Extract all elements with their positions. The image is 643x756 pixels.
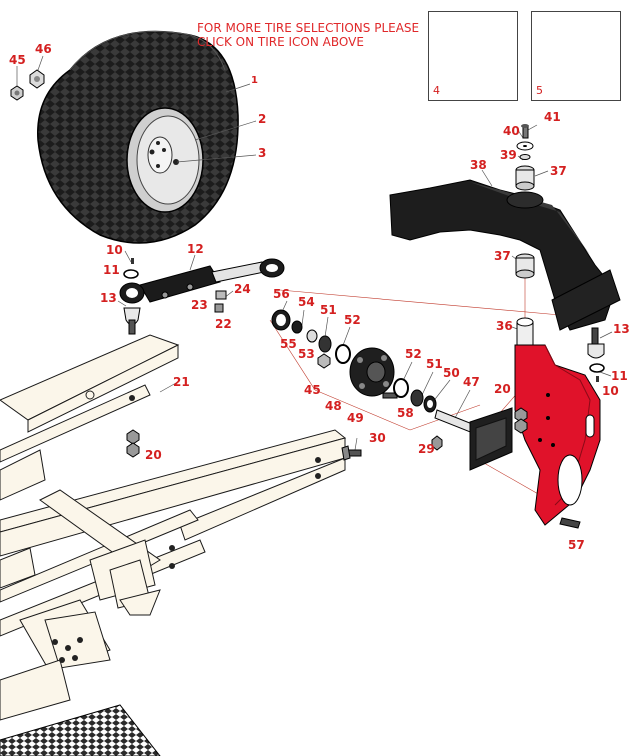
bearing-cone-part-54[interactable] <box>291 320 303 334</box>
seal-part-56[interactable] <box>271 309 291 331</box>
notice-line-1: FOR MORE TIRE SELECTIONS PLEASE <box>197 21 420 35</box>
callout-48[interactable]: 48 <box>325 399 342 413</box>
cotter-pin-part-10-right[interactable] <box>596 376 599 382</box>
callout-40[interactable]: 40 <box>503 124 520 138</box>
callout-52-right[interactable]: 52 <box>405 347 422 361</box>
spindle-part-36[interactable] <box>514 317 601 526</box>
bushing-part-37-top[interactable] <box>515 165 535 191</box>
spindle-shaft-part-47[interactable] <box>434 407 513 471</box>
bolt-part-30[interactable] <box>341 445 362 461</box>
callout-51-left[interactable]: 51 <box>320 303 337 317</box>
bushing-part-37-bottom[interactable] <box>515 253 535 279</box>
callout-45-hub[interactable]: 45 <box>304 383 321 397</box>
rear-tire-tread[interactable] <box>0 704 161 756</box>
bearing-cup-part-51-left[interactable] <box>318 335 332 353</box>
callout-10-left[interactable]: 10 <box>106 243 123 257</box>
washer-part-40[interactable] <box>516 141 534 151</box>
bearing-cup-part-51-right[interactable] <box>410 389 424 407</box>
callout-2[interactable]: 2 <box>258 112 267 126</box>
lug-nut-part-46[interactable] <box>29 69 45 89</box>
callout-1[interactable]: 1 <box>251 75 258 86</box>
callout-20-right[interactable]: 20 <box>494 382 511 396</box>
tire-assembly[interactable] <box>37 30 239 244</box>
callout-37-bottom[interactable]: 37 <box>494 249 511 263</box>
cotter-pin-part-10-left[interactable] <box>131 258 134 264</box>
fitting-part-24[interactable] <box>215 290 227 300</box>
callout-37-top[interactable]: 37 <box>550 164 567 178</box>
callout-36[interactable]: 36 <box>496 319 513 333</box>
callout-22[interactable]: 22 <box>215 317 232 331</box>
callout-45-top[interactable]: 45 <box>9 53 26 67</box>
hub-part-49[interactable] <box>349 347 395 397</box>
callout-41[interactable]: 41 <box>544 110 561 124</box>
callout-30[interactable]: 30 <box>369 431 386 445</box>
fitting-part-22[interactable] <box>214 303 224 313</box>
callout-21[interactable]: 21 <box>173 375 190 389</box>
ball-joint-part-13-left[interactable] <box>123 307 141 335</box>
notice-line-2: CLICK ON TIRE ICON ABOVE <box>197 35 364 49</box>
tire-selection-notice: FOR MORE TIRE SELECTIONS PLEASE CLICK ON… <box>197 21 419 49</box>
callout-39[interactable]: 39 <box>500 148 517 162</box>
race-part-52-right[interactable] <box>393 378 409 398</box>
callout-11-left[interactable]: 11 <box>103 263 120 277</box>
callout-54[interactable]: 54 <box>298 295 315 309</box>
bolt-part-57[interactable] <box>559 517 581 529</box>
nut-part-29[interactable] <box>431 435 443 451</box>
seal-part-50[interactable] <box>423 395 437 413</box>
lug-bolt-part-45[interactable] <box>10 85 24 101</box>
callout-51-right[interactable]: 51 <box>426 357 443 371</box>
callout-23[interactable]: 23 <box>191 298 208 312</box>
retaining-ring-part-11-right[interactable] <box>589 363 605 373</box>
callout-50[interactable]: 50 <box>443 366 460 380</box>
bolt-part-41[interactable] <box>521 124 529 139</box>
callout-13-left[interactable]: 13 <box>100 291 117 305</box>
callout-38[interactable]: 38 <box>470 158 487 172</box>
callout-12[interactable]: 12 <box>187 242 204 256</box>
mower-frame[interactable] <box>0 334 347 721</box>
callout-55[interactable]: 55 <box>280 337 297 351</box>
callout-49[interactable]: 49 <box>347 411 364 425</box>
callout-10-right[interactable]: 10 <box>602 384 619 398</box>
callout-57[interactable]: 57 <box>568 538 585 552</box>
kit-5-box[interactable]: 5 <box>531 11 621 101</box>
callout-58[interactable]: 58 <box>397 406 414 420</box>
callout-56[interactable]: 56 <box>273 287 290 301</box>
ball-joint-part-13-right[interactable] <box>587 327 605 359</box>
nut-part-20-right[interactable] <box>514 407 528 434</box>
callout-20-left[interactable]: 20 <box>145 448 162 462</box>
callout-52-left[interactable]: 52 <box>344 313 361 327</box>
kit-4-box[interactable]: 4 <box>428 11 518 101</box>
nut-part-20-left[interactable] <box>126 429 140 458</box>
callout-11-right[interactable]: 11 <box>611 369 628 383</box>
steering-arm-part-38[interactable] <box>389 179 621 331</box>
callout-47[interactable]: 47 <box>463 375 480 389</box>
callout-46[interactable]: 46 <box>35 42 52 56</box>
frame-holes <box>52 390 321 663</box>
callout-3[interactable]: 3 <box>258 146 267 160</box>
callout-53[interactable]: 53 <box>298 347 315 361</box>
kit-5-label: 5 <box>536 84 543 97</box>
retaining-ring-part-11-left[interactable] <box>123 269 139 279</box>
hydraulic-cylinder-part-12[interactable] <box>119 258 285 304</box>
washer-part-39[interactable] <box>519 154 531 160</box>
nut-part-53[interactable] <box>317 353 331 369</box>
race-part-52-left[interactable] <box>335 344 351 364</box>
callout-29[interactable]: 29 <box>418 442 435 456</box>
callout-24[interactable]: 24 <box>234 282 251 296</box>
washer-part-55[interactable] <box>306 329 318 343</box>
kit-4-label: 4 <box>433 84 440 97</box>
callout-13-right[interactable]: 13 <box>613 322 630 336</box>
